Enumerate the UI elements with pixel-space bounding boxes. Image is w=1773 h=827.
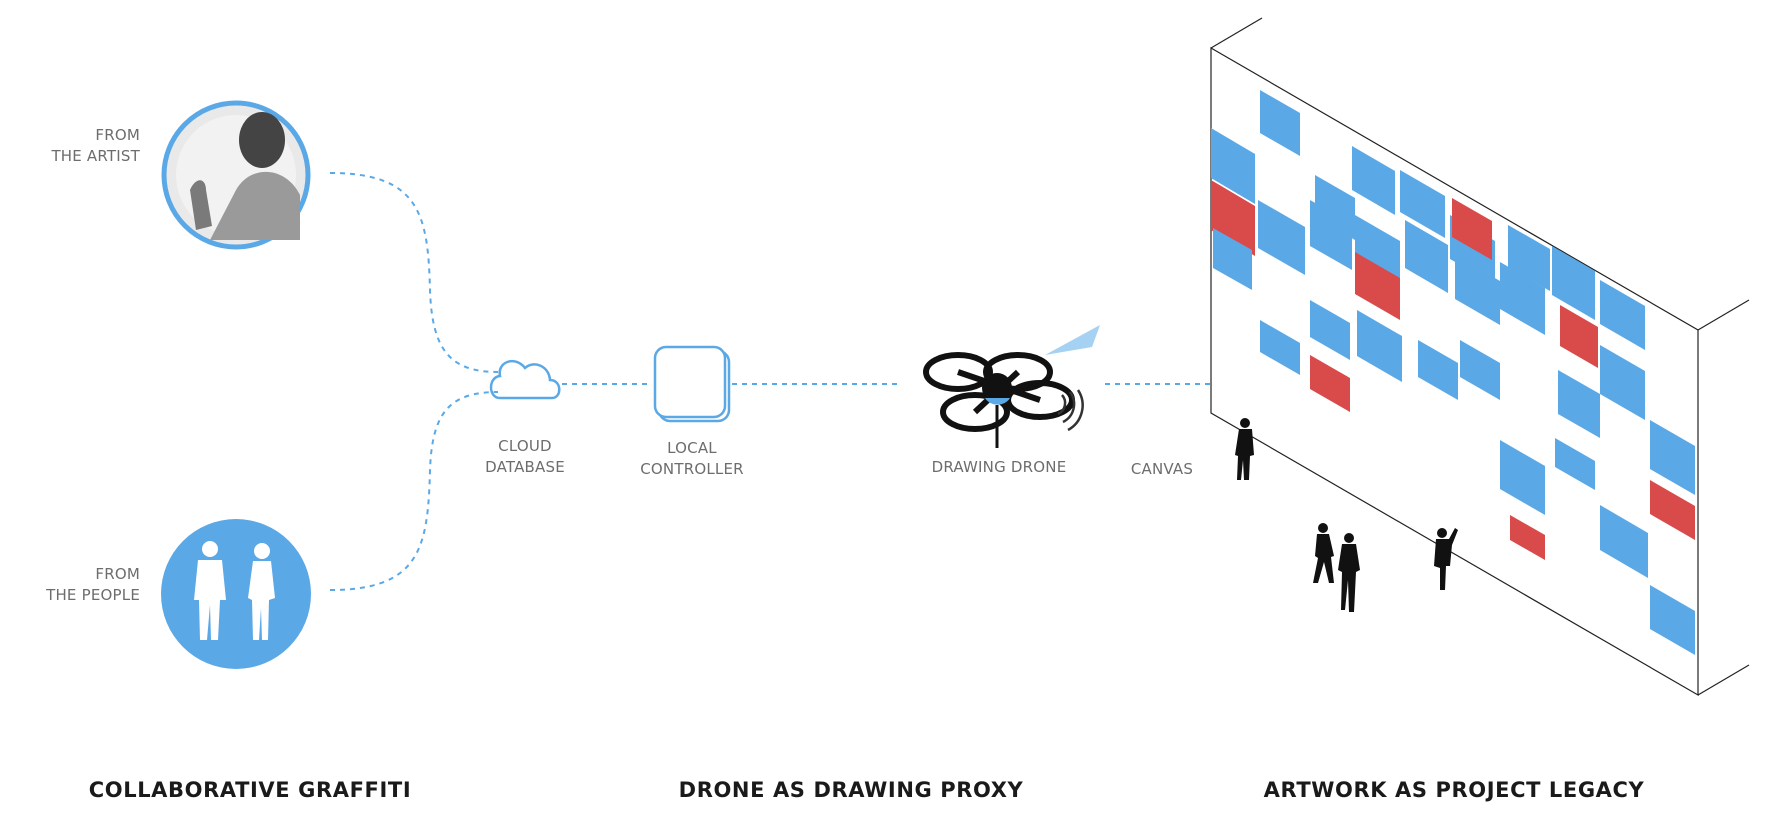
label-drawing-drone: DRAWING DRONE [932, 457, 1067, 478]
label-from-the-people-line1: FROM [95, 565, 140, 583]
artist-portrait-icon [161, 100, 311, 250]
label-canvas: CANVAS [1131, 459, 1193, 480]
label-from-the-artist-line1: FROM [95, 126, 140, 144]
label-from-the-artist: FROM THE ARTIST [40, 125, 140, 167]
connector-lines [329, 172, 1235, 591]
label-local-controller-line2: CONTROLLER [640, 460, 744, 478]
label-cloud-database-line1: CLOUD [498, 437, 552, 455]
mural-wall [1210, 17, 1750, 697]
connector-people-to-cloud [329, 391, 499, 591]
label-cloud-database: CLOUD DATABASE [485, 436, 565, 478]
cloud-icon [489, 359, 561, 400]
label-cloud-database-line2: DATABASE [485, 458, 565, 476]
label-local-controller-line1: LOCAL [667, 439, 717, 457]
controller-icon [653, 345, 731, 423]
label-from-the-people: FROM THE PEOPLE [40, 564, 140, 606]
label-from-the-artist-line2: THE ARTIST [51, 147, 140, 165]
label-from-the-people-line2: THE PEOPLE [46, 586, 140, 604]
label-local-controller: LOCAL CONTROLLER [640, 438, 744, 480]
section-title-drone-as-drawing-proxy: DRONE AS DRAWING PROXY [678, 778, 1024, 802]
spectator-silhouette-icon [1235, 418, 1458, 612]
people-silhouette-icon [161, 519, 311, 669]
section-title-collaborative-graffiti: COLLABORATIVE GRAFFITI [88, 778, 412, 802]
label-drawing-drone-text: DRAWING DRONE [931, 458, 1067, 476]
label-canvas-text: CANVAS [1130, 460, 1194, 478]
section-title-artwork-as-project-legacy: ARTWORK AS PROJECT LEGACY [1263, 778, 1645, 802]
connector-artist-to-cloud [329, 172, 499, 373]
mural-tiles [1211, 90, 1695, 655]
drone-icon [923, 325, 1100, 448]
